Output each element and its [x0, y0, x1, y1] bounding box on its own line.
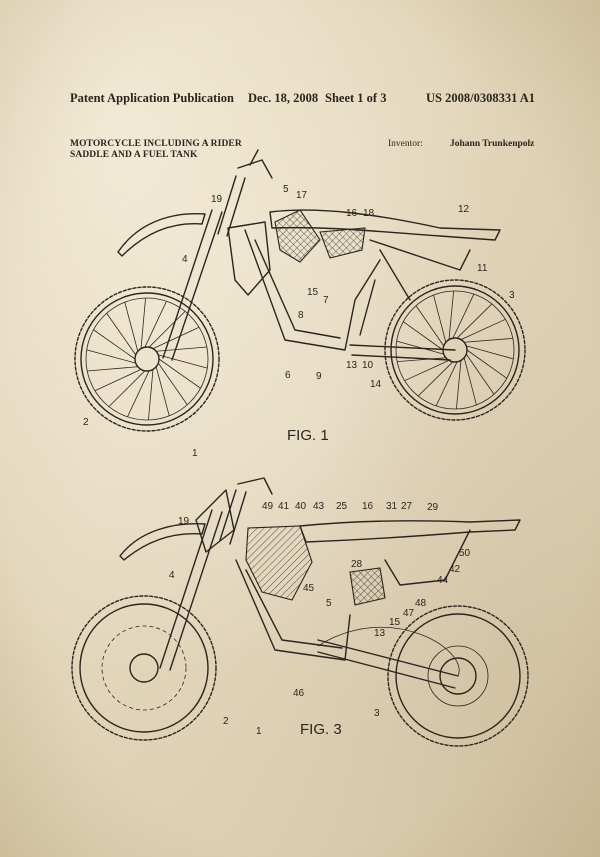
fig3-ref-40: 40 — [295, 501, 307, 512]
title-line-1: MOTORCYCLE INCLUDING A RIDER — [70, 139, 242, 149]
fig3-label: FIG. 3 — [300, 721, 342, 738]
fig1-frame-and-body — [117, 149, 501, 361]
patent-number: US 2008/0308331 A1 — [426, 91, 536, 105]
fig3-ref-15: 15 — [389, 617, 401, 628]
fig3-ref-45: 45 — [303, 583, 315, 594]
fig1-ref-4: 4 — [182, 254, 188, 265]
fig3-ref-28: 28 — [351, 559, 363, 570]
fig1-motorcycle-drawing: FIG. 1 19 5 17 16 18 12 4 11 3 15 7 8 6 9 13 10 14 2 1 — [74, 149, 526, 459]
fig1-ref-14: 14 — [370, 379, 382, 390]
fig3-ref-27: 27 — [401, 501, 413, 512]
fig3-ref-4: 4 — [169, 570, 175, 581]
fig1-ref-17: 17 — [296, 190, 308, 201]
fig1-ref-18: 18 — [363, 208, 375, 219]
fig3-ref-43: 43 — [313, 501, 325, 512]
fig1-ref-16: 16 — [346, 208, 358, 219]
publication-date: Dec. 18, 2008 — [248, 91, 319, 105]
inventor-name: Johann Trunkenpolz — [450, 139, 535, 149]
fig1-ref-1: 1 — [192, 448, 198, 459]
fig3-ref-47: 47 — [403, 608, 415, 619]
fig3-ref-50: 50 — [459, 548, 471, 559]
fig3-ref-3: 3 — [374, 708, 380, 719]
fig3-ref-16: 16 — [362, 501, 374, 512]
fig1-rear-wheel — [384, 279, 526, 421]
fig3-ref-25: 25 — [336, 501, 348, 512]
fig1-ref-9: 9 — [316, 371, 322, 382]
fig1-ref-3: 3 — [509, 290, 515, 301]
fig1-ref-10: 10 — [362, 360, 374, 371]
fig3-ref-29: 29 — [427, 502, 439, 513]
fig3-ref-41: 41 — [278, 501, 290, 512]
fig3-front-wheel — [71, 595, 217, 741]
fig1-ref-11: 11 — [477, 263, 488, 274]
fig3-ref-5: 5 — [326, 598, 332, 609]
fig3-ref-49: 49 — [262, 501, 274, 512]
fig3-ref-31: 31 — [386, 501, 398, 512]
title-line-2: SADDLE AND A FUEL TANK — [70, 150, 198, 160]
fig1-ref-12: 12 — [458, 204, 470, 215]
fig1-ref-7: 7 — [323, 295, 329, 306]
fig1-label: FIG. 1 — [287, 427, 329, 444]
fig3-ref-2: 2 — [223, 716, 229, 727]
fig1-ref-15: 15 — [307, 287, 319, 298]
fig1-ref-5: 5 — [283, 184, 289, 195]
fig3-rear-wheel — [387, 605, 529, 747]
fig1-ref-6: 6 — [285, 370, 291, 381]
fig1-ref-19: 19 — [211, 194, 223, 205]
fig3-ref-44: 44 — [437, 575, 449, 586]
publication-type: Patent Application Publication — [70, 91, 234, 105]
sheet-number: Sheet 1 of 3 — [325, 91, 387, 105]
fig3-ref-42: 42 — [449, 564, 461, 575]
fig1-ref-2: 2 — [83, 417, 89, 428]
fig3-ref-1: 1 — [256, 726, 262, 737]
fig3-ref-46: 46 — [293, 688, 305, 699]
inventor-label: Inventor: — [388, 139, 423, 149]
fig3-ref-19: 19 — [178, 516, 190, 527]
fig3-ref-48: 48 — [415, 598, 427, 609]
fig1-ref-13: 13 — [346, 360, 358, 371]
fig3-frame-and-body — [119, 477, 521, 689]
fig1-front-wheel — [74, 286, 220, 432]
fig1-ref-8: 8 — [298, 310, 304, 321]
fig3-ref-13: 13 — [374, 628, 386, 639]
